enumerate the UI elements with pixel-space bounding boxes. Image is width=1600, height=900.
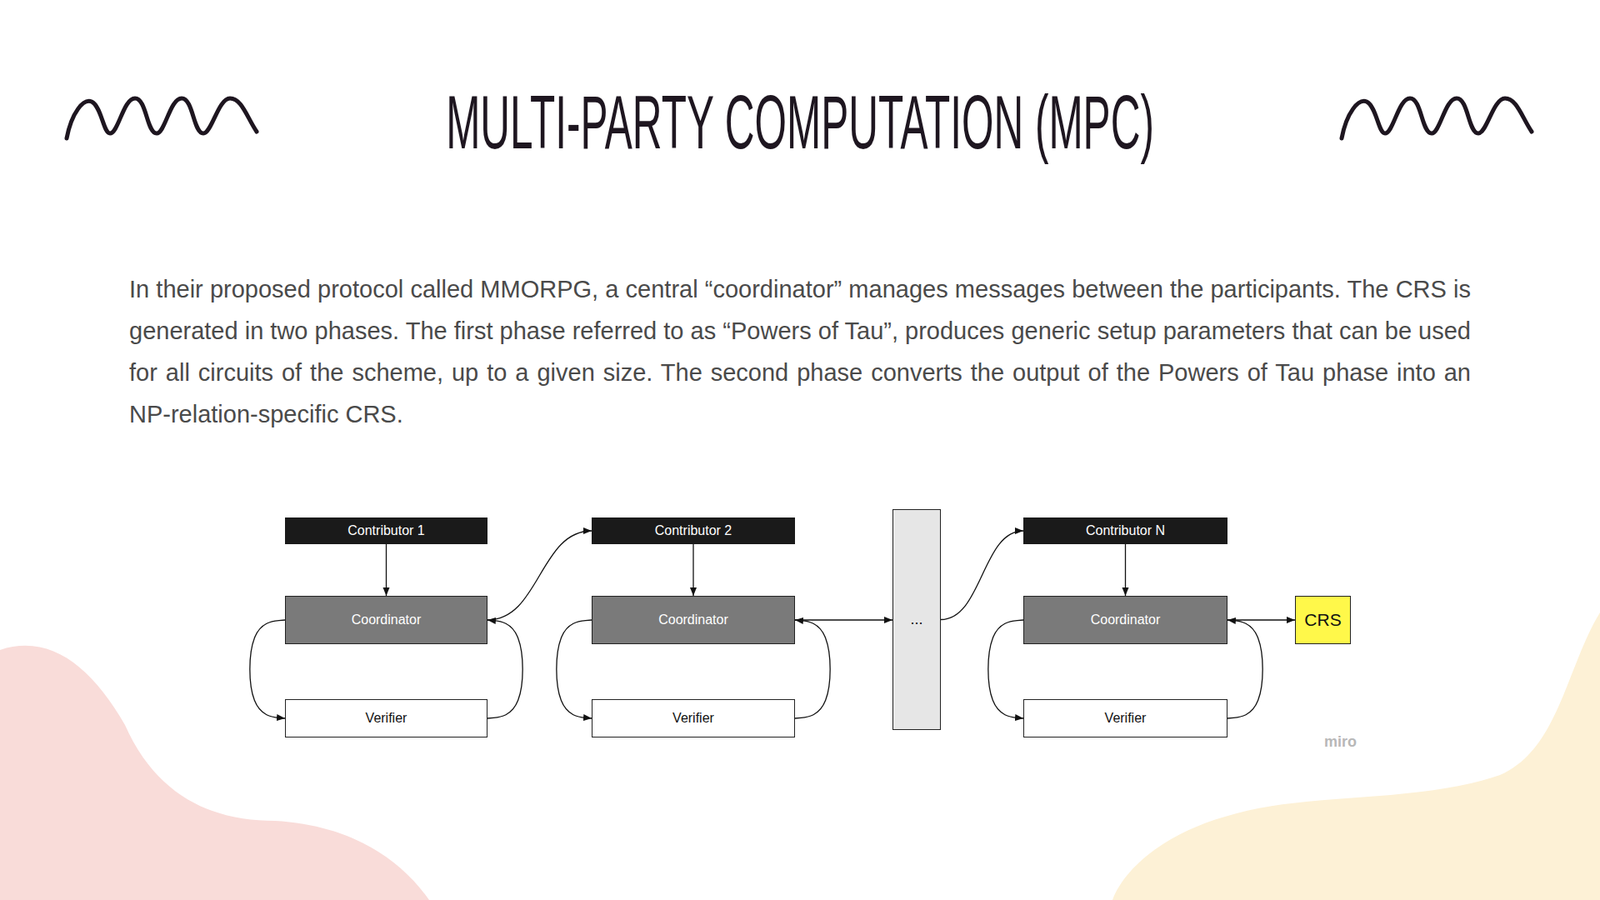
node-label: Verifier — [1105, 710, 1147, 726]
flow-arrow — [487, 530, 592, 620]
squiggle-left — [66, 98, 257, 139]
node-label: Verifier — [672, 710, 715, 726]
contributor-box: Contributor 2 — [591, 517, 795, 545]
coordinator-box: Coordinator — [591, 595, 795, 645]
flow-arrow — [250, 620, 285, 719]
flow-arrow — [556, 620, 592, 719]
flow-arrow — [988, 620, 1024, 719]
flow-arrow — [795, 620, 830, 719]
crs-box: CRS — [1295, 595, 1351, 645]
coordinator-box: Coordinator — [1023, 595, 1228, 645]
node-label: Contributor 2 — [655, 523, 733, 539]
node-label: Coordinator — [351, 612, 422, 628]
slide-title: MULTI-PARTY COMPUTATION (MPC) — [360, 76, 1240, 169]
contributor-box: Contributor N — [1023, 517, 1228, 545]
node-label: Contributor N — [1085, 523, 1165, 539]
verifier-box: Verifier — [591, 699, 795, 738]
flow-arrow — [385, 544, 387, 596]
coordinator-box: Coordinator — [285, 595, 488, 645]
flow-arrow — [1125, 544, 1126, 596]
node-label: Coordinator — [658, 612, 729, 628]
ellipsis-box: ... — [892, 509, 941, 730]
flow-arrow — [692, 544, 694, 596]
flow-arrow — [1227, 620, 1263, 719]
flow-arrow — [1227, 619, 1295, 620]
contributor-box: Contributor 1 — [285, 517, 488, 545]
yellow-blob — [1112, 612, 1600, 900]
body-paragraph: In their proposed protocol called MMORPG… — [129, 268, 1471, 435]
pink-blob — [0, 645, 430, 900]
node-label: ... — [910, 610, 923, 629]
flow-arrow — [940, 530, 1024, 620]
flow-arrow — [795, 619, 893, 620]
squiggle-right — [1341, 98, 1532, 139]
watermark: miro — [1324, 733, 1357, 751]
verifier-box: Verifier — [285, 699, 488, 738]
node-label: Contributor 1 — [347, 523, 425, 539]
node-label: Verifier — [365, 710, 408, 726]
verifier-box: Verifier — [1023, 699, 1228, 738]
node-label: Coordinator — [1090, 612, 1161, 628]
flow-arrow — [487, 620, 523, 719]
node-label: CRS — [1304, 610, 1341, 630]
